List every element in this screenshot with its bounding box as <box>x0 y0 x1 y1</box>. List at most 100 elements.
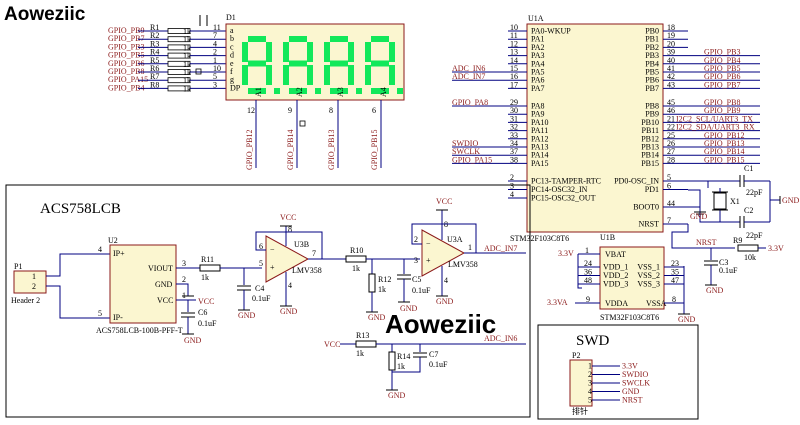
display-segment <box>389 65 395 85</box>
mcu-pin-number: 19 <box>667 31 675 40</box>
c4-value: 0.1uF <box>252 294 271 303</box>
swd-pin-number: 2 <box>588 370 592 379</box>
r11-value: 1k <box>201 273 209 282</box>
mcu-pin-name: PB2 <box>645 43 659 52</box>
segment-pin-number: 1 <box>213 56 217 65</box>
u3b-plus: + <box>270 263 275 272</box>
u2-part: ACS758LCB-100B-PFF-T <box>96 326 183 335</box>
display-segment <box>330 36 348 42</box>
u1b-vdd-pin-name: VDD_1 <box>603 263 628 272</box>
u1b-vss-pin-name: VSS_1 <box>637 263 660 272</box>
crystal-x1-body <box>713 192 727 210</box>
r12-body <box>368 273 376 293</box>
u1b-vdd-pin-name: VDD_3 <box>603 280 628 289</box>
mcu-pin-name: PA4 <box>531 59 545 68</box>
c5-ref: C5 <box>412 275 421 284</box>
reset-c-ref: C3 <box>719 258 728 267</box>
display-digit-pin-number: 8 <box>329 106 333 115</box>
c6-gnd-label: GND <box>184 336 202 345</box>
u3a-part: LMV358 <box>448 260 478 269</box>
r12-gnd: GND <box>368 313 386 322</box>
mcu-net-label: GPIO_PB8 <box>704 98 740 107</box>
segment-resistor-ref: R1 <box>150 23 159 32</box>
u3a-pin2: 2 <box>414 235 418 244</box>
mcu-pin-number: 43 <box>667 80 675 89</box>
display-segment <box>307 42 313 62</box>
display-digit-net: GPIO_PB13 <box>327 130 336 170</box>
display-digit-pins: A112GPIO_PB12A29GPIO_PB14A38GPIO_PB13A46… <box>245 87 388 170</box>
swd-frame <box>537 324 699 420</box>
mcu-pin-name: PA5 <box>531 68 545 77</box>
mcu-pin-number: 33 <box>510 131 518 140</box>
crystal-c2-value: 22pF <box>746 231 763 240</box>
mcu-pin-name: PD0-OSC_IN <box>614 177 659 186</box>
u3a-pin1: 1 <box>468 243 472 252</box>
u2-pin-ip-plus: 4 <box>98 245 102 254</box>
mcu-pin-number: 32 <box>510 123 518 132</box>
mcu-net-label: GPIO_PB13 <box>704 139 744 148</box>
mcu-pin-name: PA14 <box>531 151 549 160</box>
display-segment <box>266 42 272 62</box>
display-digit-net: GPIO_PB15 <box>370 130 379 170</box>
opamp-u3b-body <box>265 235 310 283</box>
display-segment <box>283 65 289 85</box>
u2-pin-viout: 3 <box>182 259 186 268</box>
u3b-gnd: GND <box>280 307 298 316</box>
mcu-net-label: GPIO_PB14 <box>704 147 744 156</box>
mcu-pin-name: PA1 <box>531 35 545 44</box>
mcu-pin-name: PC14-OSC32_IN <box>531 185 588 194</box>
mcu-pin-number: 7 <box>667 216 671 225</box>
u3a-minus: − <box>426 239 431 248</box>
display-segment <box>348 65 354 85</box>
display-segment <box>289 88 307 94</box>
mcu-pin-number: 27 <box>667 147 675 156</box>
display-decimal-point <box>397 88 403 94</box>
mcu-net-label: ADC_IN7 <box>452 72 485 81</box>
segment-pin-number: 3 <box>213 80 217 89</box>
mcu-pin-name: NRST <box>639 220 660 229</box>
u3b-pin4: 4 <box>288 281 292 290</box>
u2-viout: VIOUT <box>148 264 173 273</box>
mcu-pin-number: 41 <box>667 64 675 73</box>
crystal-c1-value: 22pF <box>746 188 763 197</box>
u1b-vss-pin-name: VSS_3 <box>637 280 660 289</box>
u2-pin-gnd: 2 <box>182 275 186 284</box>
swd-pin-net: SWDIO <box>622 370 648 379</box>
mcu-net-label: GPIO_PB5 <box>704 64 740 73</box>
mcu-net-label: GPIO_PB9 <box>704 106 740 115</box>
mcu-pin-name: PA15 <box>531 159 549 168</box>
u2-ip-minus: IP- <box>113 313 123 322</box>
segment-net-label: GPIO_PB6 <box>108 59 144 68</box>
u1b-vdd-pin-name: VDD_2 <box>603 271 628 280</box>
u1b-vdda-pin: 9 <box>586 295 590 304</box>
crystal-ref: X1 <box>730 197 740 206</box>
display-segment <box>248 36 266 42</box>
mcu-pin-number: 26 <box>667 139 675 148</box>
display-segment <box>389 42 395 62</box>
r10-value: 1k <box>352 264 360 273</box>
r11-body <box>199 264 221 272</box>
u2-ref: U2 <box>108 236 118 245</box>
mcu-net-label: I2C2_SDA/UART3_RX <box>676 123 755 132</box>
u2-vcc: VCC <box>157 296 173 305</box>
reset-circuit: NRST R9 10k 3.3V GND C3 0.1uF <box>671 224 784 295</box>
display-segment <box>371 88 389 94</box>
mcu-pin-name: PB0 <box>645 27 659 36</box>
segment-resistor-value: 1k <box>183 27 191 36</box>
swd-pin-net: SWCLK <box>622 379 650 388</box>
segment-net-label: GPIO_PB9 <box>108 26 144 35</box>
mcu-pin-number: 16 <box>510 72 518 81</box>
display-segment <box>330 88 348 94</box>
display-segment <box>289 60 307 67</box>
reset-r-ref: R9 <box>733 236 742 245</box>
segment-resistor-value: 1k <box>183 68 191 77</box>
segment-resistor-ref: R3 <box>150 39 159 48</box>
u3a-vcc: VCC <box>436 197 452 206</box>
display-segment <box>365 42 371 62</box>
segment-net-label: GPIO_PB7 <box>108 34 144 43</box>
divider-vcc: VCC <box>324 340 340 349</box>
mcu-part: STM32F103C8T6 <box>510 234 569 243</box>
reset-c-value: 0.1uF <box>719 266 738 275</box>
